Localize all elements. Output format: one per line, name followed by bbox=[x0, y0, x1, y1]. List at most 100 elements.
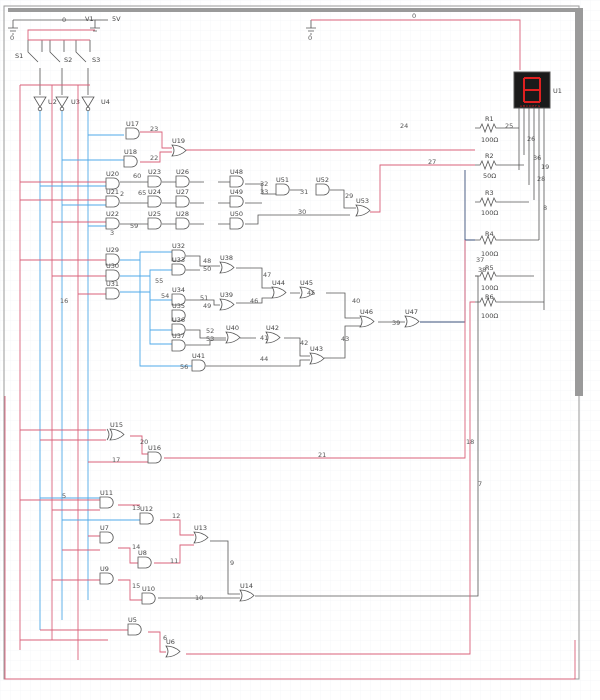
gate-u6: U6 bbox=[165, 638, 181, 658]
resistor-r4: R4 100Ω bbox=[475, 230, 539, 258]
gate-u29: U29 bbox=[105, 246, 120, 266]
svg-text:37: 37 bbox=[476, 256, 484, 264]
svg-text:R1: R1 bbox=[485, 115, 494, 123]
gate-u23: U23 bbox=[147, 168, 162, 188]
svg-text:45: 45 bbox=[307, 289, 315, 297]
gate-label: U29 bbox=[106, 246, 119, 254]
gate-u20: U20 bbox=[105, 170, 120, 190]
inverter-u2-label: U2 bbox=[48, 98, 57, 106]
gate-label: U50 bbox=[230, 210, 243, 218]
svg-text:R5: R5 bbox=[485, 264, 494, 272]
gate-u27: U27 bbox=[175, 188, 190, 208]
inverter-u3-label: U3 bbox=[71, 98, 80, 106]
svg-text:43: 43 bbox=[341, 335, 349, 343]
gate-u47: U47 bbox=[404, 308, 420, 328]
switches: S1 S2 S3 bbox=[15, 29, 100, 95]
gate-label: U33 bbox=[172, 256, 185, 264]
gate-label: U15 bbox=[110, 421, 123, 429]
gate-u15: U15 bbox=[106, 421, 125, 441]
gate-label: U25 bbox=[148, 210, 161, 218]
gate-label: U20 bbox=[106, 170, 119, 178]
gate-label: U22 bbox=[106, 210, 119, 218]
svg-text:56: 56 bbox=[180, 363, 188, 371]
svg-text:36: 36 bbox=[533, 154, 541, 162]
svg-text:42: 42 bbox=[300, 339, 308, 347]
gate-u36: U36 bbox=[171, 316, 186, 336]
gate-label: U8 bbox=[138, 549, 147, 557]
net-labels: 23 22 24 25 26 27 36 28 19 8 60 65 2 3 3… bbox=[60, 122, 549, 642]
gate-u24: U24 bbox=[147, 188, 162, 208]
seven-segment-display: A B C D E F G U1 bbox=[513, 71, 562, 310]
gate-label: U13 bbox=[194, 524, 207, 532]
resistor-r3: R3 100Ω bbox=[475, 189, 529, 217]
svg-text:2: 2 bbox=[120, 190, 124, 198]
gate-u44: U44 bbox=[271, 279, 287, 299]
svg-text:11: 11 bbox=[170, 557, 178, 565]
gate-label: U9 bbox=[100, 565, 109, 573]
gate-u33: U33 bbox=[171, 256, 186, 276]
svg-text:28: 28 bbox=[537, 175, 545, 183]
gate-u35: U35 bbox=[171, 302, 186, 322]
gate-u8: U8 bbox=[137, 549, 152, 569]
ground-left-label: 0 bbox=[10, 34, 14, 42]
gate-label: U45 bbox=[300, 279, 313, 287]
svg-text:53: 53 bbox=[206, 335, 214, 343]
svg-text:12: 12 bbox=[172, 512, 180, 520]
gate-label: U11 bbox=[100, 489, 113, 497]
gate-u40: U40 bbox=[225, 324, 241, 344]
gate-u53: U53 bbox=[355, 197, 371, 217]
gate-u16: U16 bbox=[147, 444, 162, 464]
gate-label: U6 bbox=[166, 638, 175, 646]
svg-text:100Ω: 100Ω bbox=[481, 209, 498, 217]
gate-u17: U17 bbox=[125, 120, 140, 140]
svg-text:44: 44 bbox=[260, 355, 268, 363]
gate-u32: U32 bbox=[171, 242, 186, 262]
svg-text:8: 8 bbox=[543, 204, 547, 212]
gate-label: U5 bbox=[128, 616, 137, 624]
svg-text:54: 54 bbox=[161, 292, 169, 300]
gate-u39: U39 bbox=[219, 291, 235, 311]
svg-text:R3: R3 bbox=[485, 189, 494, 197]
svg-text:19: 19 bbox=[541, 163, 549, 171]
gate-u34: U34 bbox=[171, 286, 186, 306]
input-bus bbox=[19, 84, 90, 660]
svg-text:100Ω: 100Ω bbox=[481, 136, 498, 144]
gate-label: U16 bbox=[148, 444, 161, 452]
gate-label: U32 bbox=[172, 242, 185, 250]
gate-u7: U7 bbox=[99, 524, 114, 544]
gate-u42: U42 bbox=[265, 324, 281, 344]
gate-u50: U50 bbox=[229, 210, 244, 230]
svg-text:7: 7 bbox=[478, 480, 482, 488]
gate-label: U18 bbox=[124, 148, 137, 156]
gate-u38: U38 bbox=[219, 254, 235, 274]
svg-text:18: 18 bbox=[466, 438, 474, 446]
gate-u49: U49 bbox=[229, 188, 244, 208]
svg-text:17: 17 bbox=[112, 456, 120, 464]
gate-label: U30 bbox=[106, 262, 119, 270]
svg-text:10: 10 bbox=[195, 594, 203, 602]
svg-text:6: 6 bbox=[163, 634, 167, 642]
svg-text:100Ω: 100Ω bbox=[481, 312, 498, 320]
svg-text:27: 27 bbox=[428, 158, 436, 166]
svg-text:49: 49 bbox=[203, 302, 211, 310]
switch-s1-label: S1 bbox=[15, 52, 23, 60]
inverters: U2 U3 U4 bbox=[33, 96, 110, 112]
gate-u14: U14 bbox=[239, 582, 255, 602]
svg-text:39: 39 bbox=[392, 319, 400, 327]
gate-label: U39 bbox=[220, 291, 233, 299]
svg-text:9: 9 bbox=[230, 559, 234, 567]
svg-text:21: 21 bbox=[318, 451, 326, 459]
svg-text:100Ω: 100Ω bbox=[481, 250, 498, 258]
top-net-left-label: 0 bbox=[62, 16, 66, 24]
gate-u10: U10 bbox=[141, 585, 156, 605]
gate-label: U44 bbox=[272, 279, 285, 287]
gate-u51: U51 bbox=[275, 176, 290, 196]
gate-label: U36 bbox=[172, 316, 185, 324]
gate-u12: U12 bbox=[139, 505, 154, 525]
gate-u41: U41 bbox=[191, 352, 206, 372]
svg-text:32: 32 bbox=[260, 180, 268, 188]
wires bbox=[4, 131, 576, 680]
gate-u30: U30 bbox=[105, 262, 120, 282]
svg-text:16: 16 bbox=[60, 297, 68, 305]
